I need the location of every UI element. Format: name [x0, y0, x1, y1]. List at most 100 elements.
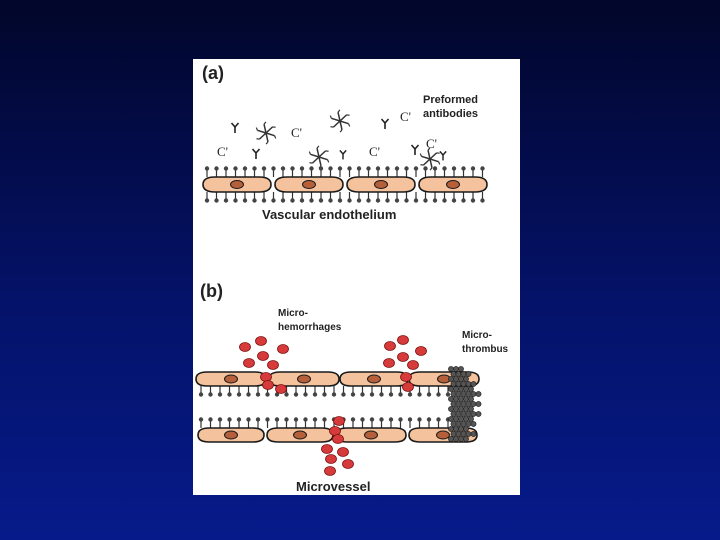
- platelet: [470, 431, 477, 437]
- receptor-head: [233, 198, 238, 203]
- cell-nucleus: [374, 180, 388, 189]
- receptor-head: [318, 166, 324, 171]
- platelet: [470, 391, 477, 397]
- receptor-head: [303, 417, 308, 422]
- figure-panel: (a) Preformed antibodies C' C' C' C' C' …: [193, 59, 520, 495]
- cell-nucleus: [297, 374, 311, 384]
- receptor-head: [274, 392, 280, 397]
- endothelial-cell: [268, 371, 340, 387]
- platelet: [460, 391, 467, 397]
- receptor-head: [480, 198, 485, 203]
- receptor-head: [366, 198, 371, 203]
- receptor-head: [451, 166, 457, 171]
- complement-label: C': [369, 144, 380, 159]
- complement-star: [255, 121, 277, 145]
- platelet: [448, 366, 454, 372]
- receptor-head: [271, 198, 276, 203]
- receptor-head: [284, 392, 289, 397]
- receptor-head: [246, 392, 251, 397]
- platelet: [455, 431, 462, 437]
- platelet: [453, 406, 459, 412]
- platelet: [450, 391, 457, 397]
- receptor-head: [331, 392, 337, 397]
- endothelial-cell: [346, 176, 416, 193]
- receptor-head: [470, 198, 476, 203]
- receptor-head: [366, 166, 371, 171]
- receptor-head: [461, 166, 466, 171]
- receptor-head: [350, 392, 356, 397]
- endothelial-cells-a: [202, 176, 488, 193]
- endothelial-cell: [418, 176, 488, 193]
- receptor-head: [379, 392, 384, 397]
- cell-nucleus: [364, 430, 378, 440]
- platelet: [448, 436, 454, 442]
- receptor-head: [360, 417, 365, 422]
- receptor-head: [236, 392, 242, 397]
- receptor-head: [413, 198, 419, 203]
- receptor-head: [404, 166, 409, 171]
- receptor-head: [198, 392, 204, 397]
- endothelial-cell: [266, 427, 334, 443]
- platelet: [475, 391, 482, 397]
- red-blood-cell: [333, 416, 345, 426]
- microhemorrhages-label-1: Micro-: [278, 308, 308, 319]
- red-blood-cell: [321, 444, 333, 454]
- preformed-label-1: Preformed: [423, 94, 478, 106]
- red-blood-cell: [407, 360, 419, 370]
- red-blood-cell: [255, 336, 267, 346]
- receptor-head: [388, 392, 394, 397]
- antibody-icon: [339, 149, 347, 160]
- receptor-head: [417, 417, 422, 422]
- platelet: [450, 431, 457, 437]
- platelet: [468, 396, 474, 402]
- platelet: [458, 436, 464, 442]
- receptor-head: [375, 166, 381, 171]
- red-blood-cell: [262, 380, 274, 390]
- endothelial-cell: [195, 371, 267, 387]
- receptor-head: [328, 166, 333, 171]
- receptor-head: [379, 417, 384, 422]
- microthrombus-label-1: Micro-: [462, 330, 492, 341]
- receptor-head: [423, 198, 428, 203]
- receptor-head: [242, 166, 248, 171]
- platelet: [463, 396, 469, 402]
- microvessel-label: Microvessel: [296, 479, 370, 494]
- receptor-head: [328, 198, 333, 203]
- receptor-head: [261, 166, 267, 171]
- complement-label: C': [291, 125, 302, 140]
- red-blood-cell: [397, 352, 409, 362]
- receptor-head: [236, 417, 242, 422]
- receptor-head: [223, 198, 229, 203]
- platelet: [468, 406, 474, 412]
- platelet: [453, 386, 459, 392]
- receptor-head: [214, 198, 219, 203]
- platelet: [458, 386, 464, 392]
- red-blood-cell: [415, 346, 427, 356]
- platelet: [465, 401, 472, 407]
- platelet: [458, 366, 464, 372]
- receptor-head: [337, 198, 343, 203]
- platelet: [450, 411, 457, 417]
- receptor-head: [227, 417, 232, 422]
- receptor-head: [413, 166, 419, 171]
- platelet: [453, 436, 459, 442]
- cell-nucleus: [230, 180, 244, 189]
- platelet: [455, 401, 462, 407]
- receptor-head: [350, 417, 356, 422]
- cell-nucleus: [293, 430, 307, 440]
- cell-nucleus: [224, 374, 238, 384]
- platelet: [455, 421, 462, 427]
- platelet: [453, 416, 459, 422]
- floating-antibodies: [230, 118, 447, 161]
- receptor-head: [385, 166, 390, 171]
- red-blood-cell: [332, 434, 344, 444]
- receptor-head: [284, 417, 289, 422]
- surface-receptors-b: [198, 386, 451, 428]
- microthrombus-label-2: thrombus: [462, 344, 509, 355]
- receptor-head: [255, 417, 261, 422]
- platelet: [463, 436, 469, 442]
- platelet: [475, 401, 482, 407]
- platelet: [448, 396, 454, 402]
- platelet: [448, 416, 454, 422]
- receptor-head: [255, 392, 261, 397]
